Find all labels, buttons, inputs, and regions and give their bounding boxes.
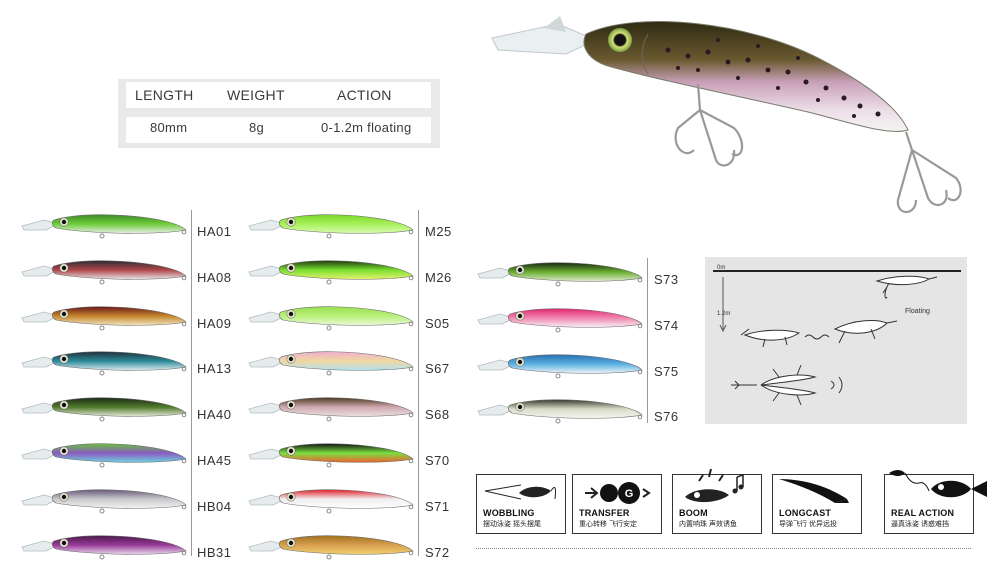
column-divider <box>647 258 648 423</box>
hero-tail-hook <box>896 131 962 214</box>
hero-eye <box>608 28 632 52</box>
lure-image <box>477 354 643 379</box>
spec-value-action: 0-1.2m floating <box>321 120 412 135</box>
lure-code: HA08 <box>197 269 232 285</box>
lure-image <box>21 260 187 285</box>
lure-code: HA09 <box>197 315 232 331</box>
floating-label: Floating <box>905 308 930 315</box>
feature-wobbling: WOBBLING 摆动泳姿 摇头摆尾 <box>476 474 566 534</box>
lure-code: S74 <box>654 317 679 333</box>
longcast-icon <box>779 479 849 503</box>
spec-header-action: ACTION <box>337 87 392 103</box>
lure-code: S73 <box>654 272 679 287</box>
lure-code: HA40 <box>197 407 232 423</box>
lure-code: S76 <box>654 409 679 425</box>
boom-icon <box>685 468 744 503</box>
lure-code: S71 <box>425 498 450 514</box>
lure-image <box>248 397 414 422</box>
lure-image <box>248 535 414 560</box>
lure-code: S67 <box>425 361 450 377</box>
lure-image <box>21 214 187 239</box>
lure-image <box>477 399 643 424</box>
spec-header-length: LENGTH <box>135 87 194 103</box>
feature-real-action: REAL ACTION 逼真泳姿 诱惑难挡 <box>884 470 987 534</box>
lure-image <box>248 443 414 468</box>
lure-image <box>21 535 187 560</box>
lure-code: S05 <box>425 315 450 331</box>
lure-code: HB04 <box>197 498 232 514</box>
feature-title: WOBBLING <box>483 508 535 518</box>
lure-code: S70 <box>425 453 450 468</box>
column-divider <box>191 210 192 556</box>
lure-image <box>248 489 414 514</box>
feature-longcast: LONGCAST 导弹飞行 优异远投 <box>772 474 862 534</box>
wobbling-icon <box>484 484 556 500</box>
lure-image <box>248 260 414 285</box>
diagram-drawing: 1.2m 0m Floating <box>713 265 961 406</box>
feature-title: TRANSFER <box>579 508 630 518</box>
lure-image <box>248 214 414 239</box>
feature-subtitle: 摆动泳姿 摇头摆尾 <box>483 521 541 528</box>
lure-image <box>248 306 414 331</box>
feature-title: REAL ACTION <box>891 508 955 518</box>
lure-image <box>248 351 414 376</box>
lure-code: HA45 <box>197 453 232 468</box>
lure-image <box>21 443 187 468</box>
lure-code: HB31 <box>197 544 232 560</box>
lure-image <box>477 262 643 287</box>
lure-image <box>21 351 187 376</box>
feature-title: LONGCAST <box>779 508 832 518</box>
depth-label-bottom: 1.2m <box>717 311 730 317</box>
lure-code: S68 <box>425 407 450 423</box>
spec-header-weight: WEIGHT <box>227 87 285 103</box>
feature-subtitle: 逼真泳姿 诱惑难挡 <box>891 521 949 528</box>
feature-subtitle: 重心转移 飞行安定 <box>579 521 637 528</box>
lure-image <box>21 489 187 514</box>
feature-title: BOOM <box>679 508 708 518</box>
spec-table: LENGTH WEIGHT ACTION 80mm 8g 0-1.2m floa… <box>118 79 440 148</box>
column-divider <box>418 210 419 556</box>
transfer-icon: G <box>585 482 651 504</box>
feature-subtitle: 导弹飞行 优异远投 <box>779 521 837 528</box>
real-action-icon <box>889 470 987 498</box>
spec-value-weight: 8g <box>249 120 265 135</box>
bottom-dotted-divider <box>476 548 971 549</box>
hero-belly-hook <box>674 83 744 167</box>
feature-subtitle: 内置响珠 声效诱鱼 <box>679 521 737 528</box>
lure-image <box>21 397 187 422</box>
feature-boom: BOOM 内置响珠 声效诱鱼 <box>672 468 762 534</box>
action-diagram: 1.2m 0m Floating <box>705 257 967 424</box>
lure-code: S75 <box>654 363 679 379</box>
depth-label-top: 0m <box>717 265 725 271</box>
lure-code: HA13 <box>197 361 232 377</box>
lure-code: HA01 <box>197 224 232 239</box>
lure-image <box>21 306 187 331</box>
feature-transfer: G TRANSFER 重心转移 飞行安定 <box>572 474 662 534</box>
hero-spots <box>665 38 881 118</box>
spec-value-length: 80mm <box>150 120 188 135</box>
lure-image <box>477 308 643 333</box>
transfer-badge: G <box>625 488 634 500</box>
lure-code: S72 <box>425 544 450 560</box>
lure-code: M25 <box>425 224 452 239</box>
lure-code: M26 <box>425 269 452 285</box>
hero-lure-image <box>491 16 962 214</box>
